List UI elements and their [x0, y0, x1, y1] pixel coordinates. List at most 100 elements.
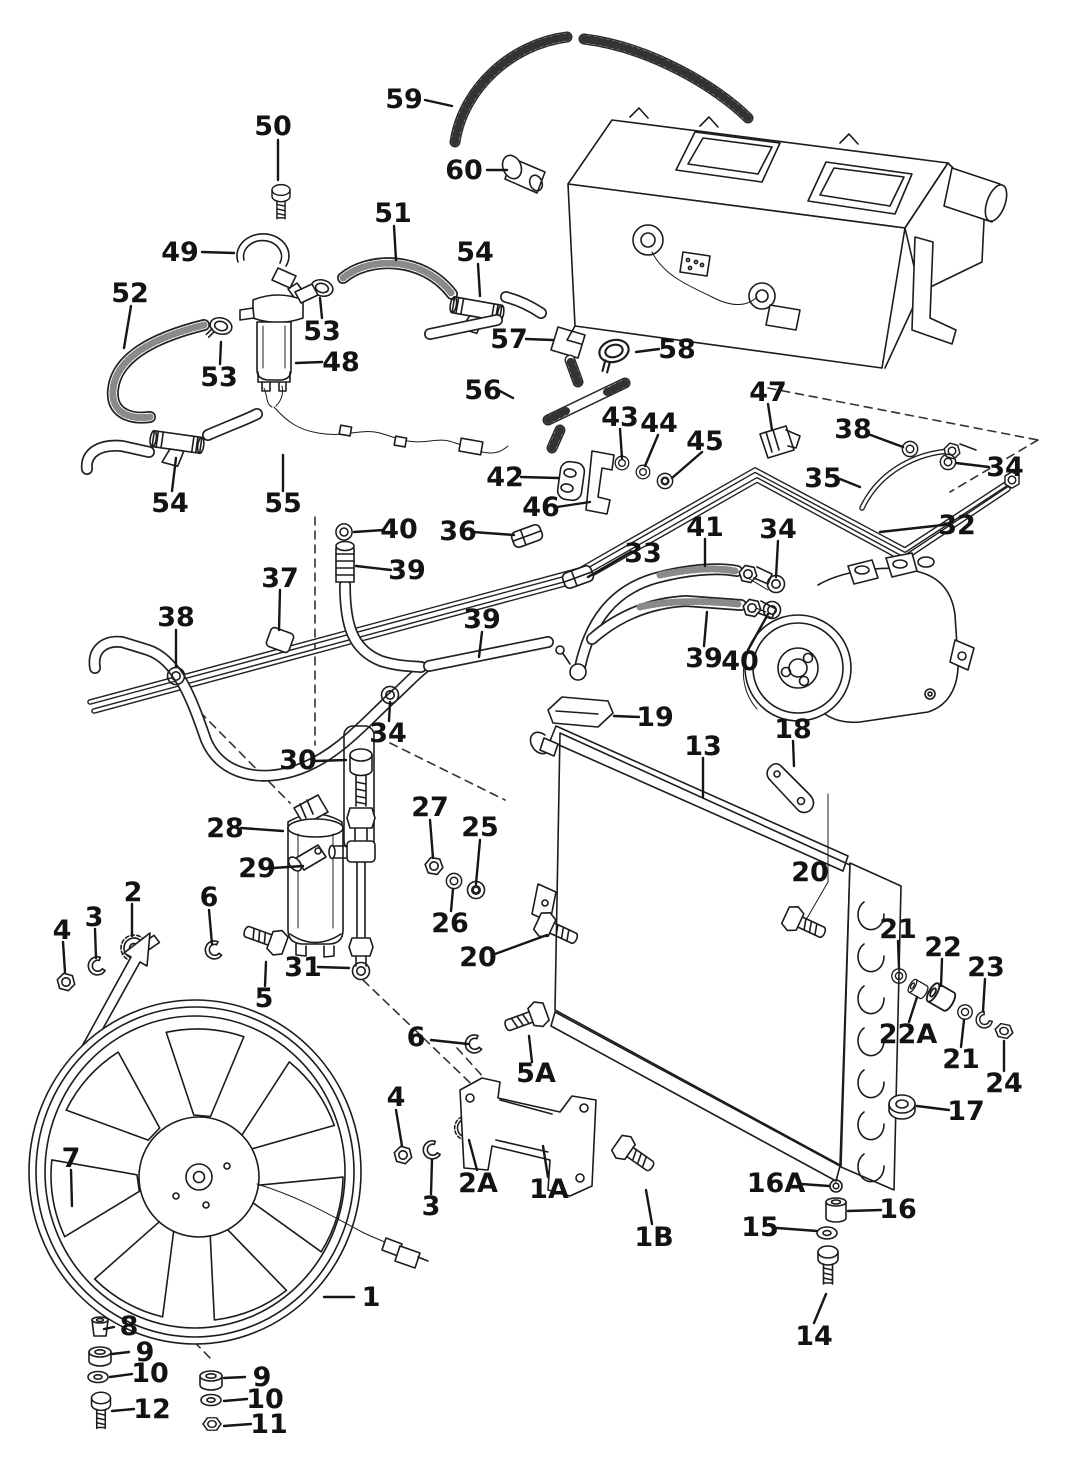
part-label-45-16: 45 — [686, 426, 724, 457]
part-label-20-50: 20 — [459, 942, 497, 973]
part-label-18-39: 18 — [774, 714, 812, 745]
part-label-40-25: 40 — [380, 514, 418, 545]
refrigerant-pipes-drawing — [87, 441, 1024, 714]
part-label-53-7: 53 — [303, 316, 341, 347]
part-label-1-73: 1 — [362, 1282, 381, 1313]
fan-blades — [50, 1028, 344, 1321]
part-label-26-45: 26 — [431, 908, 469, 939]
sleeve-37 — [265, 626, 295, 654]
connector-3 — [394, 1245, 421, 1269]
part-label-37-30: 37 — [261, 563, 299, 594]
hvac-housing-drawing — [566, 107, 1008, 369]
part-label-39-33: 39 — [463, 604, 501, 635]
wiring-harness-55 — [273, 406, 463, 446]
leader-lines — [61, 98, 1006, 1428]
part-label-22A-57: 22A — [879, 1019, 938, 1050]
part-label-15-63: 15 — [741, 1212, 779, 1243]
part-label-50-0: 50 — [254, 111, 292, 142]
part-label-53-9: 53 — [200, 362, 238, 393]
part-label-4-49: 4 — [53, 915, 72, 946]
part-label-9-75: 9 — [136, 1337, 155, 1368]
part-label-30-40: 30 — [279, 745, 317, 776]
part-label-8-74: 8 — [120, 1311, 139, 1342]
part-label-16-62: 16 — [879, 1194, 917, 1225]
part-label-3-69: 3 — [422, 1191, 441, 1222]
part-label-6-46: 6 — [200, 882, 219, 913]
part-label-38-17: 38 — [834, 414, 872, 445]
part-label-40-35: 40 — [721, 646, 759, 677]
part-label-7-72: 7 — [62, 1143, 81, 1174]
part-label-21-54: 21 — [879, 914, 917, 945]
bolt-20-right — [779, 902, 831, 946]
part-label-41-27: 41 — [686, 512, 724, 543]
part-label-1B-71: 1B — [634, 1222, 673, 1253]
part-label-59-1: 59 — [385, 84, 423, 115]
part-label-17-60: 17 — [947, 1096, 985, 1127]
condenser-coils — [857, 901, 885, 1183]
part-label-1A-70: 1A — [529, 1174, 569, 1205]
part-label-48-8: 48 — [322, 347, 360, 378]
part-label-21-58: 21 — [942, 1044, 980, 1075]
part-label-34-36: 34 — [369, 718, 407, 749]
part-label-54-5: 54 — [456, 237, 494, 268]
part-label-32-24: 32 — [938, 510, 976, 541]
part-label-31-51: 31 — [284, 952, 322, 983]
part-label-54-22: 54 — [151, 488, 189, 519]
bracket-18 — [766, 762, 815, 814]
part-label-35-19: 35 — [804, 463, 842, 494]
part-label-27-42: 27 — [411, 792, 449, 823]
part-label-5A-66: 5A — [516, 1058, 556, 1089]
part-label-38-32: 38 — [157, 602, 195, 633]
part-label-3-48: 3 — [85, 902, 104, 933]
part-label-56-12: 56 — [464, 375, 502, 406]
part-label-12-77: 12 — [133, 1394, 171, 1425]
part-label-36-26: 36 — [439, 516, 477, 547]
grommet-42 — [556, 460, 586, 502]
part-label-44-15: 44 — [640, 408, 678, 439]
part-label-2-47: 2 — [124, 877, 143, 908]
part-label-52-6: 52 — [111, 278, 149, 309]
part-label-22-55: 22 — [924, 932, 962, 963]
part-label-33-29: 33 — [624, 538, 662, 569]
part-label-60-2: 60 — [445, 155, 483, 186]
part-label-10-79: 10 — [246, 1384, 284, 1415]
part-label-5-52: 5 — [255, 983, 274, 1014]
part-label-47-13: 47 — [749, 377, 787, 408]
part-label-20-53: 20 — [791, 857, 829, 888]
construction-dashed-lines — [97, 387, 1039, 1359]
fittings-56-57-58-drawing — [542, 326, 801, 515]
part-label-58-11: 58 — [658, 334, 696, 365]
part-label-10-76: 10 — [131, 1358, 169, 1389]
part-label-16A-61: 16A — [747, 1168, 806, 1199]
part-label-55-23: 55 — [264, 488, 302, 519]
fan-wire — [256, 1183, 390, 1245]
part-label-57-10: 57 — [490, 324, 528, 355]
part-label-39-34: 39 — [685, 643, 723, 674]
part-label-19-37: 19 — [636, 702, 674, 733]
part-label-11-80: 11 — [250, 1409, 288, 1440]
part-label-34-31: 34 — [759, 514, 797, 545]
part-label-29-44: 29 — [238, 853, 276, 884]
part-label-4-67: 4 — [387, 1082, 406, 1113]
receiver-drier-drawing — [287, 818, 344, 958]
part-label-39-28: 39 — [388, 555, 426, 586]
part-label-6-65: 6 — [407, 1022, 426, 1053]
bracket-46 — [585, 450, 615, 515]
clamp-58 — [594, 335, 635, 375]
washer-bottle-group-drawing — [80, 31, 754, 831]
part-label-2A-68: 2A — [458, 1168, 498, 1199]
insulator-57 — [550, 326, 586, 359]
part-label-25-43: 25 — [461, 812, 499, 843]
condenser-drawing — [529, 696, 902, 1191]
sight-glass-valve-30-drawing — [328, 748, 376, 981]
fan-drawing — [28, 999, 429, 1345]
part-label-23-56: 23 — [967, 952, 1005, 983]
part-label-9-78: 9 — [253, 1362, 272, 1393]
pipe-clip-36 — [509, 522, 545, 550]
hoses-drawing — [88, 440, 957, 782]
part-label-49-3: 49 — [161, 237, 199, 268]
part-label-42-20: 42 — [486, 462, 524, 493]
